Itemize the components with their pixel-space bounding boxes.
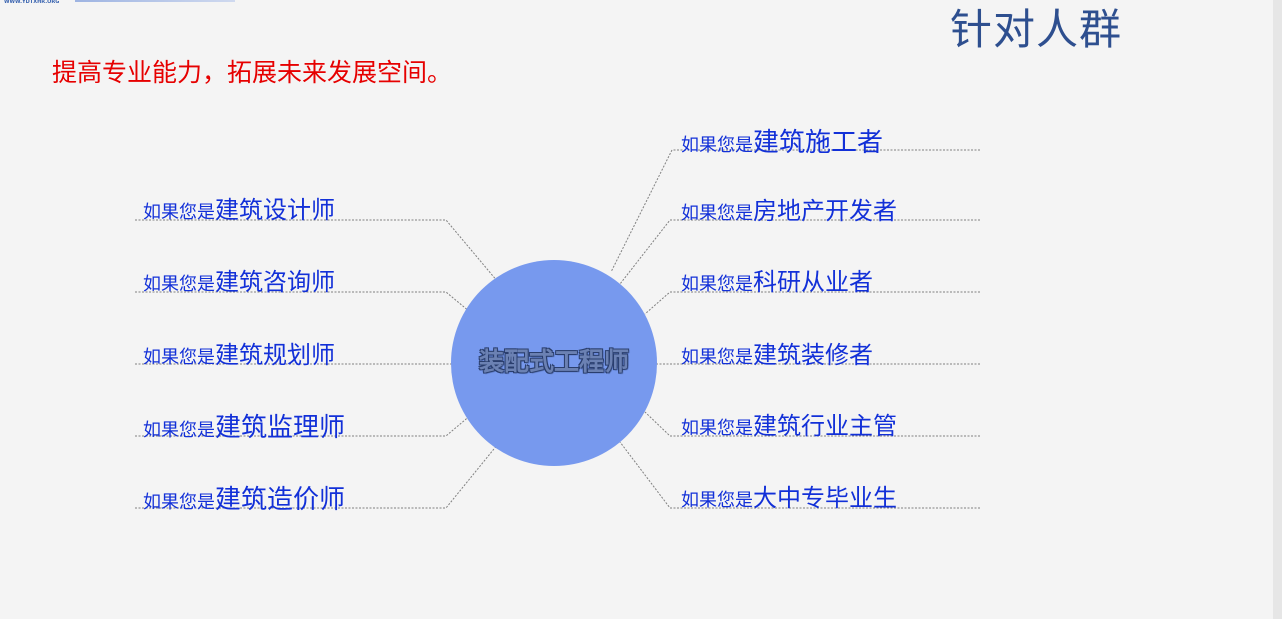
item-role: 建筑施工者	[753, 128, 884, 158]
right-item-0: 如果您是建筑施工者	[681, 122, 883, 159]
item-prefix: 如果您是	[143, 274, 215, 295]
left-item-2: 如果您是建筑规划师	[143, 335, 335, 370]
right-link-5	[619, 441, 980, 509]
left-item-4: 如果您是建筑造价师	[143, 479, 345, 516]
connector-lines	[135, 149, 980, 509]
item-prefix: 如果您是	[143, 420, 215, 441]
right-link-4	[644, 411, 980, 437]
item-role: 建筑造价师	[215, 485, 346, 515]
item-prefix: 如果您是	[143, 202, 215, 223]
hub-circle	[451, 260, 657, 466]
page-title: 针对人群	[950, 5, 1123, 54]
item-prefix: 如果您是	[681, 347, 753, 368]
subtitle: 提高专业能力，拓展未来发展空间。	[52, 58, 453, 87]
left-link-3	[135, 413, 473, 437]
right-link-0	[610, 149, 980, 273]
right-item-1: 如果您是房地产开发者	[681, 191, 897, 226]
item-prefix: 如果您是	[143, 347, 215, 368]
item-role: 房地产开发者	[753, 197, 897, 225]
left-link-0	[135, 219, 499, 283]
item-role: 建筑规划师	[215, 341, 335, 369]
item-prefix: 如果您是	[681, 490, 753, 511]
item-role: 建筑行业主管	[753, 412, 897, 440]
left-link-4	[135, 443, 499, 509]
logo-text: WWW.YDTXHR.ORG	[4, 0, 60, 5]
left-item-1: 如果您是建筑咨询师	[143, 262, 335, 297]
item-role: 建筑监理师	[215, 413, 346, 443]
item-prefix: 如果您是	[681, 274, 753, 295]
right-link-1	[619, 219, 980, 285]
right-item-5: 如果您是大中专毕业生	[681, 478, 897, 513]
item-role: 科研从业者	[753, 268, 873, 296]
item-prefix: 如果您是	[143, 492, 215, 513]
item-prefix: 如果您是	[681, 203, 753, 224]
item-prefix: 如果您是	[681, 418, 753, 439]
item-role: 建筑装修者	[753, 341, 873, 369]
item-role: 建筑咨询师	[215, 268, 335, 296]
right-item-4: 如果您是建筑行业主管	[681, 406, 897, 441]
item-prefix: 如果您是	[681, 135, 753, 156]
right-link-2	[644, 291, 980, 315]
item-role: 建筑设计师	[215, 196, 335, 224]
left-item-0: 如果您是建筑设计师	[143, 190, 335, 225]
logo-bar	[75, 0, 236, 2]
item-role: 大中专毕业生	[753, 484, 897, 512]
right-edge-rail	[1273, 0, 1282, 619]
right-item-3: 如果您是建筑装修者	[681, 335, 873, 370]
right-item-2: 如果您是科研从业者	[681, 262, 873, 297]
left-item-3: 如果您是建筑监理师	[143, 407, 345, 444]
header-logo-strip: WWW.YDTXHR.ORG	[0, 0, 236, 5]
hub-label: 装配式工程师	[478, 347, 629, 376]
